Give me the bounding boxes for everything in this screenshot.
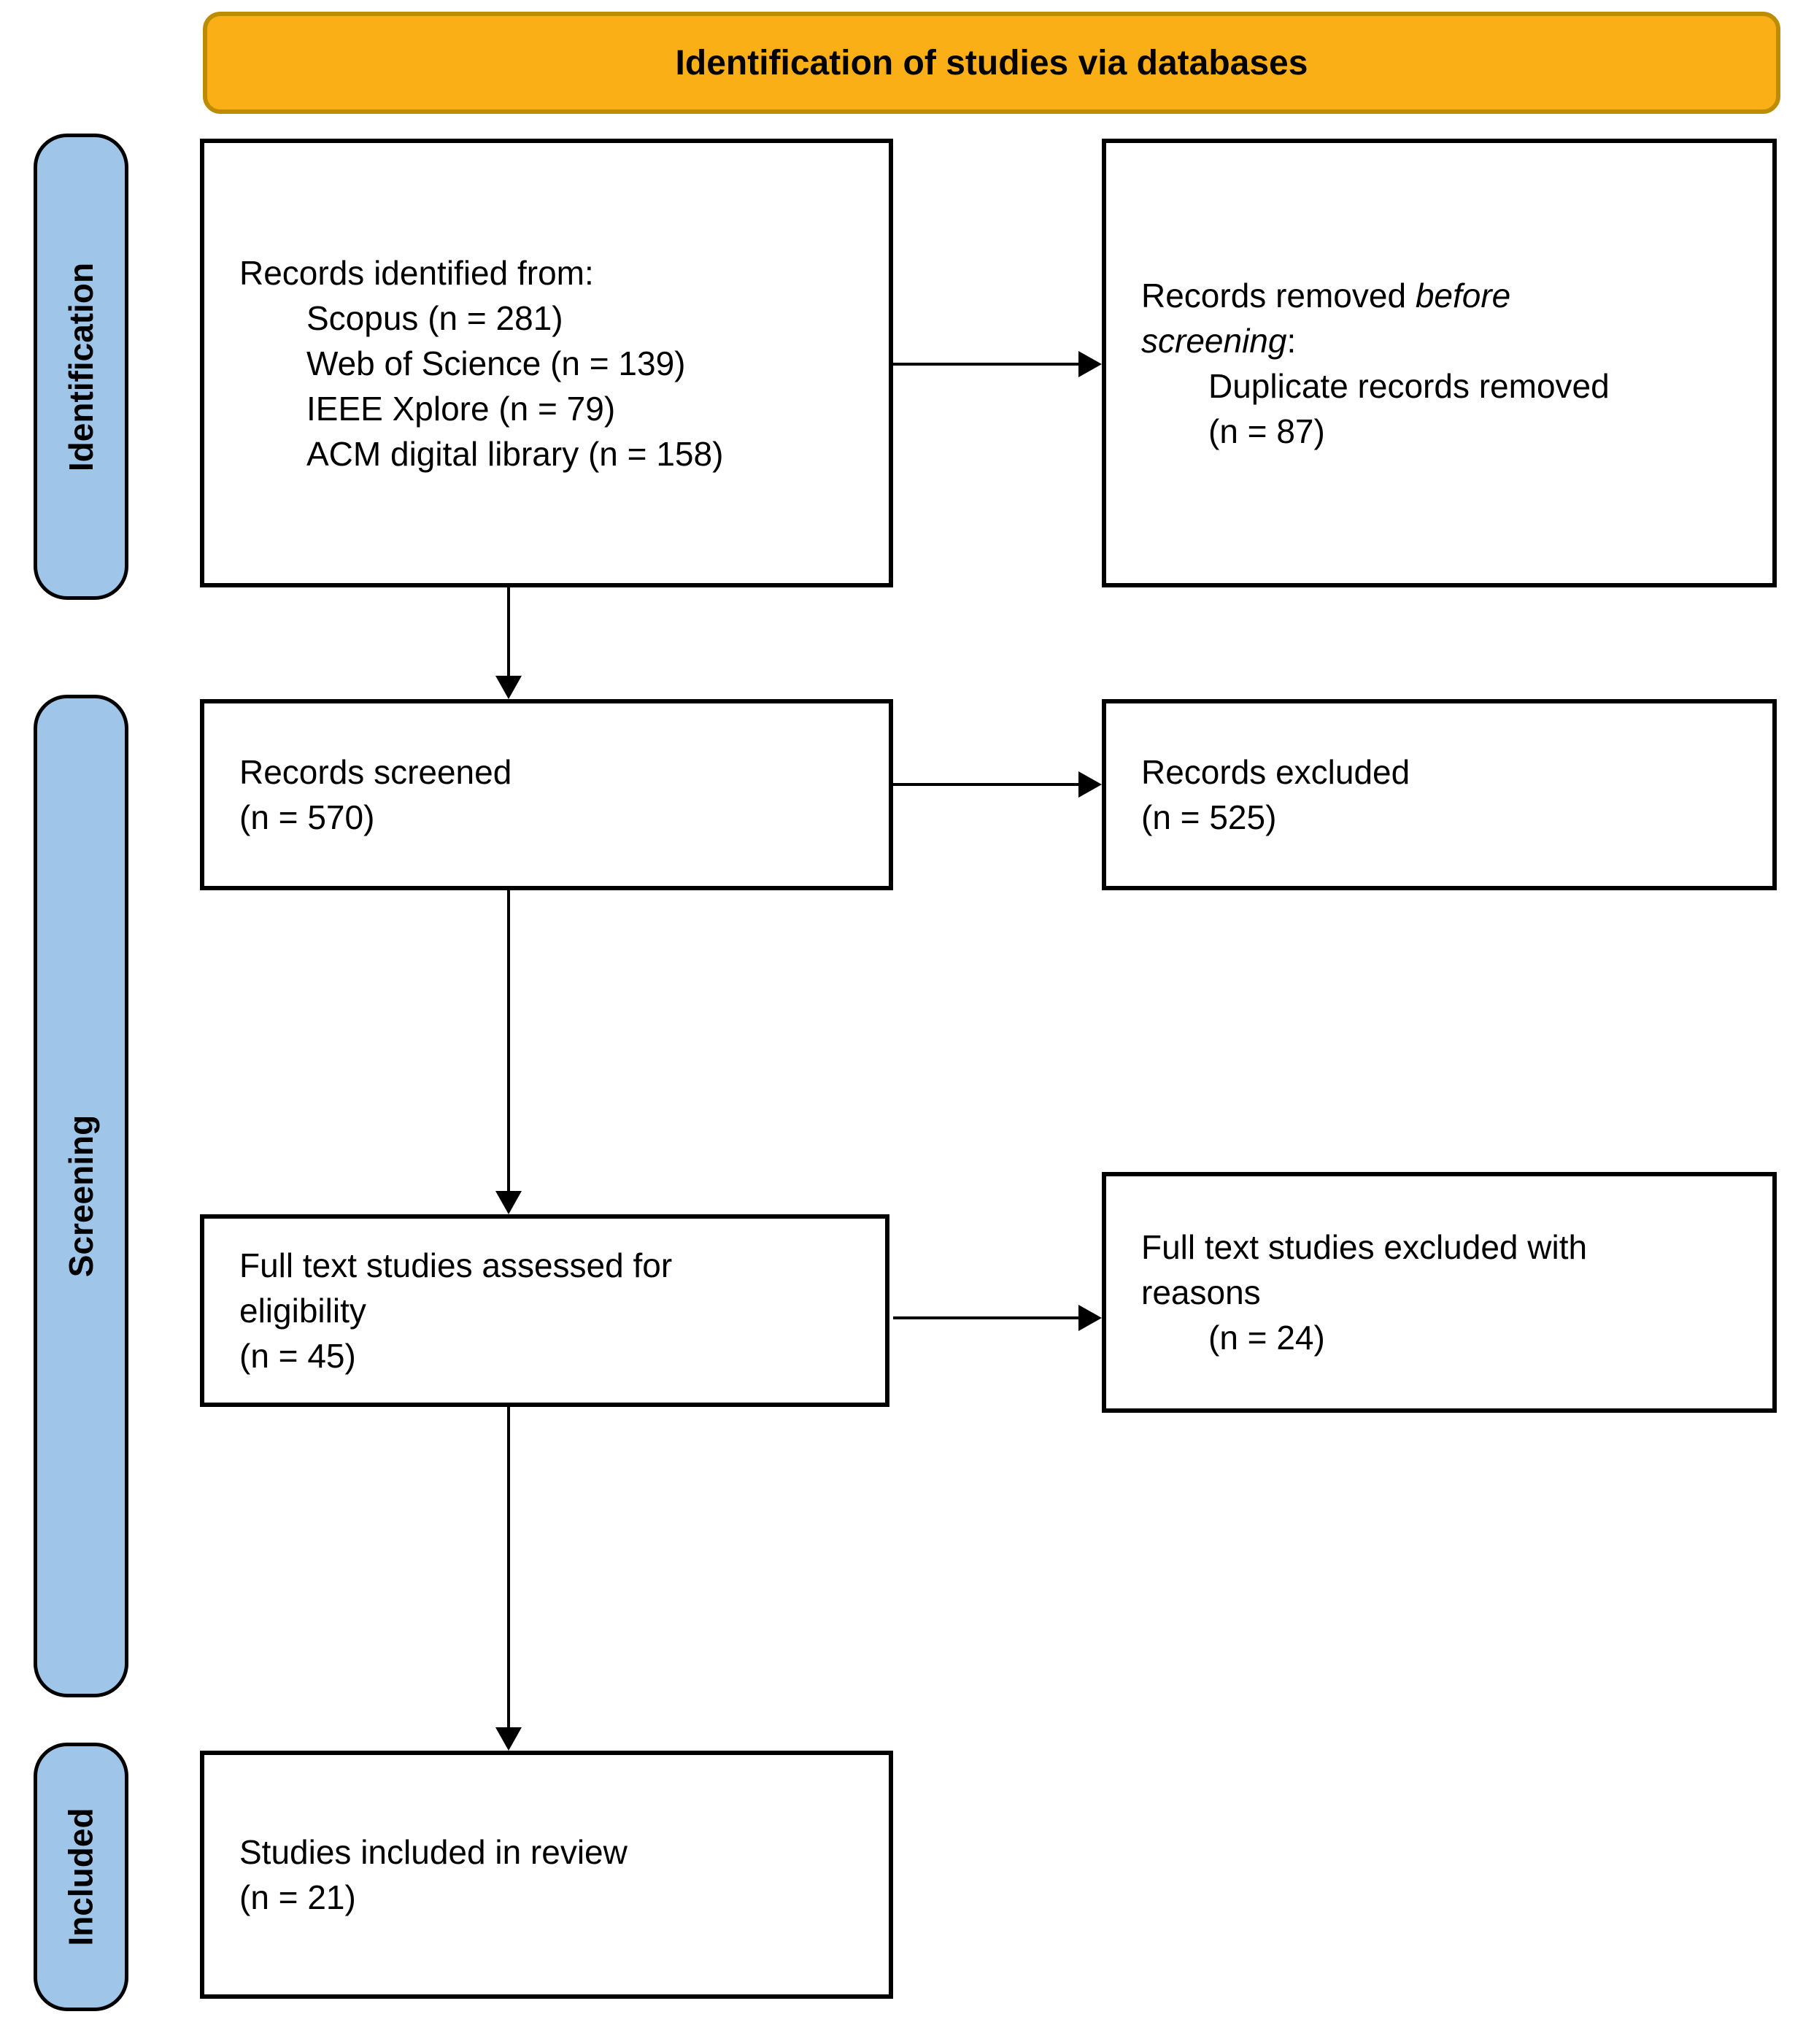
records-excluded-text: Records excluded	[1141, 753, 1410, 791]
box-records-screened: Records screened (n = 570)	[200, 699, 893, 890]
records-excluded-count: (n = 525)	[1141, 798, 1277, 836]
arrow-right-icon-fulltext-to-excluded	[1078, 1305, 1102, 1331]
records-removed-colon: :	[1286, 321, 1297, 360]
fulltext-excluded-text-line2: reasons	[1141, 1273, 1261, 1311]
header-title: Identification of studies via databases	[675, 43, 1308, 82]
box-records-identified: Records identified from: Scopus (n = 281…	[200, 139, 893, 587]
arrow-line-identified-to-removed	[893, 363, 1078, 366]
studies-included-count: (n = 21)	[239, 1878, 356, 1916]
records-identified-source-ieee: IEEE Xplore (n = 79)	[306, 389, 616, 428]
arrow-right-icon-screened-to-excluded	[1078, 771, 1102, 798]
fulltext-assessed-count: (n = 45)	[239, 1337, 356, 1375]
records-identified-source-wos: Web of Science (n = 139)	[306, 344, 686, 382]
arrow-down-icon-identified-to-screened	[495, 676, 522, 699]
arrow-down-icon-fulltext-to-included	[495, 1727, 522, 1751]
stage-label-identification-text: Identification	[62, 262, 101, 471]
records-removed-count: (n = 87)	[1208, 412, 1325, 450]
records-removed-duplicates: Duplicate records removed	[1208, 366, 1610, 405]
records-identified-title: Records identified from:	[239, 253, 594, 292]
records-removed-italic-before: before	[1415, 276, 1511, 315]
box-fulltext-assessed: Full text studies assessed for eligibili…	[200, 1214, 889, 1407]
arrow-down-icon-screened-to-fulltext	[495, 1191, 522, 1214]
records-removed-italic-screening: screening	[1141, 321, 1287, 360]
records-screened-text: Records screened	[239, 753, 512, 791]
stage-label-screening: Screening	[34, 695, 128, 1697]
records-screened-count: (n = 570)	[239, 798, 375, 836]
records-removed-title-line2: screening:	[1141, 318, 1752, 363]
arrow-line-identified-to-screened	[507, 587, 510, 676]
stage-label-included-text: Included	[62, 1808, 100, 1946]
arrow-right-icon-identified-to-removed	[1078, 351, 1102, 377]
stage-label-included: Included	[34, 1743, 128, 2011]
arrow-line-fulltext-to-excluded	[893, 1316, 1078, 1319]
records-removed-title-line1: Records removed before	[1141, 273, 1752, 318]
stage-label-identification: Identification	[34, 134, 128, 600]
header-banner: Identification of studies via databases	[203, 12, 1780, 114]
box-fulltext-excluded: Full text studies excluded with reasons …	[1102, 1172, 1777, 1413]
records-removed-prefix: Records removed	[1141, 276, 1416, 315]
fulltext-assessed-text-line1: Full text studies assessed for	[239, 1246, 673, 1284]
box-records-removed: Records removed before screening: Duplic…	[1102, 139, 1777, 587]
fulltext-excluded-count: (n = 24)	[1208, 1319, 1325, 1357]
studies-included-text: Studies included in review	[239, 1833, 628, 1871]
arrow-line-fulltext-to-included	[507, 1407, 510, 1727]
stage-label-screening-text: Screening	[62, 1114, 101, 1278]
box-studies-included: Studies included in review (n = 21)	[200, 1751, 893, 1999]
fulltext-excluded-text-line1: Full text studies excluded with	[1141, 1228, 1588, 1266]
records-identified-source-scopus: Scopus (n = 281)	[306, 298, 563, 337]
arrow-line-screened-to-excluded	[893, 783, 1078, 786]
records-identified-source-acm: ACM digital library (n = 158)	[306, 434, 724, 473]
box-records-excluded: Records excluded (n = 525)	[1102, 699, 1777, 890]
fulltext-assessed-text-line2: eligibility	[239, 1292, 366, 1330]
arrow-line-screened-to-fulltext	[507, 890, 510, 1191]
